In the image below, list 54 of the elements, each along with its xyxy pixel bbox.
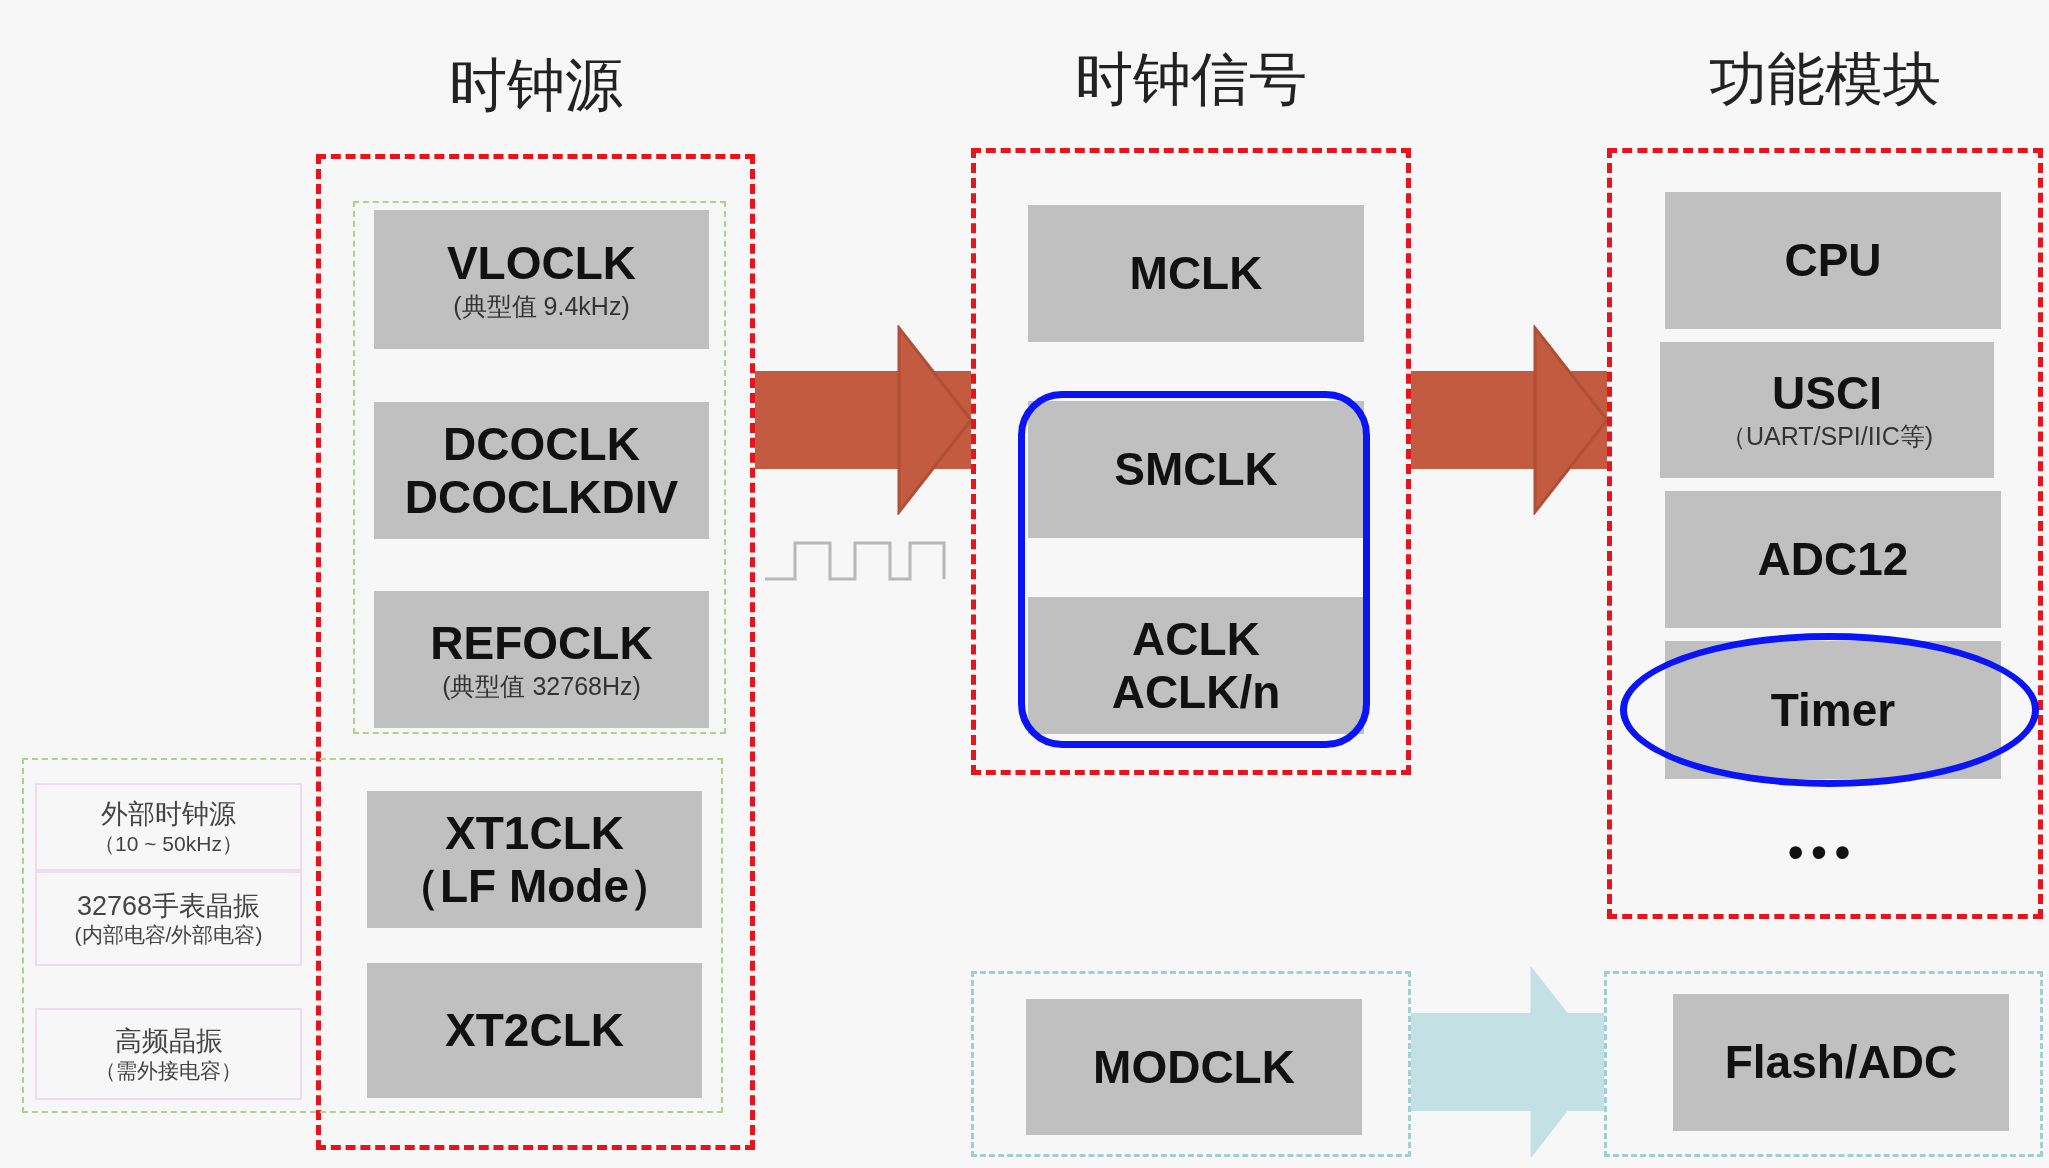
block-label: MCLK [1129, 247, 1263, 300]
block-label: CPU [1784, 234, 1882, 287]
clock-block [367, 791, 702, 928]
column-heading: 功能模块 [1709, 45, 1941, 113]
clock-block [367, 963, 702, 1098]
block-label: DCOCLKDIV [404, 470, 679, 524]
source-name: 高频晶振 [114, 1025, 223, 1058]
dashed-group-frame [971, 971, 1411, 1157]
clock-block [374, 210, 709, 349]
block-label: MODCLK [1093, 1040, 1295, 1094]
block-arrow [755, 326, 973, 514]
block-label: ACLK/n [1111, 665, 1281, 719]
clock-block [1665, 192, 2001, 329]
block-note: (典型值 9.4kHz) [453, 290, 630, 322]
column-heading: 时钟源 [448, 51, 623, 119]
note-box [35, 1008, 302, 1100]
block-label: VLOCLK [446, 236, 637, 290]
block-note: (典型值 32768Hz) [442, 670, 641, 702]
block-label: REFOCLK [430, 616, 653, 670]
clock-block [1673, 994, 2009, 1131]
note-box [35, 783, 302, 871]
block-note: （UART/SPI/IIC等) [1720, 421, 1934, 453]
block-label: ADC12 [1757, 533, 1909, 586]
block-label: DCOCLK [443, 417, 640, 471]
block-label: XT1CLK [445, 806, 624, 860]
clock-block [1028, 205, 1364, 342]
clock-block [1660, 342, 1994, 478]
dashed-group-frame [353, 201, 726, 734]
block-label: XT2CLK [445, 1004, 624, 1057]
clock-block [1026, 999, 1362, 1135]
block-arrow [1411, 968, 1606, 1156]
clock-block [1665, 491, 2001, 628]
block-label: （LF Mode） [393, 859, 676, 913]
clock-block [1665, 641, 2001, 779]
block-arrow [1411, 326, 1609, 514]
block-label: Timer [1770, 683, 1896, 737]
clock-block [374, 591, 709, 728]
source-note: （需外接电容） [95, 1057, 242, 1083]
dashed-group-frame [1604, 971, 2043, 1157]
highlight-outline [1018, 391, 1370, 748]
note-box [35, 871, 302, 966]
source-name: 外部时钟源 [101, 798, 236, 831]
clock-block [374, 402, 709, 539]
block-label: USCI [1772, 367, 1882, 421]
source-note: (内部电容/外部电容) [74, 922, 263, 948]
column-heading: 时钟信号 [1075, 45, 1307, 113]
clock-block [1028, 597, 1364, 734]
block-label: SMCLK [1114, 443, 1278, 496]
source-note: （10 ~ 50kHz） [94, 830, 243, 856]
block-label: Flash/ADC [1724, 1036, 1958, 1089]
clock-block [1028, 401, 1364, 538]
source-name: 32768手表晶振 [76, 889, 261, 923]
ellipsis-mark: ••• [1787, 827, 1859, 877]
block-label: ACLK [1132, 612, 1260, 666]
